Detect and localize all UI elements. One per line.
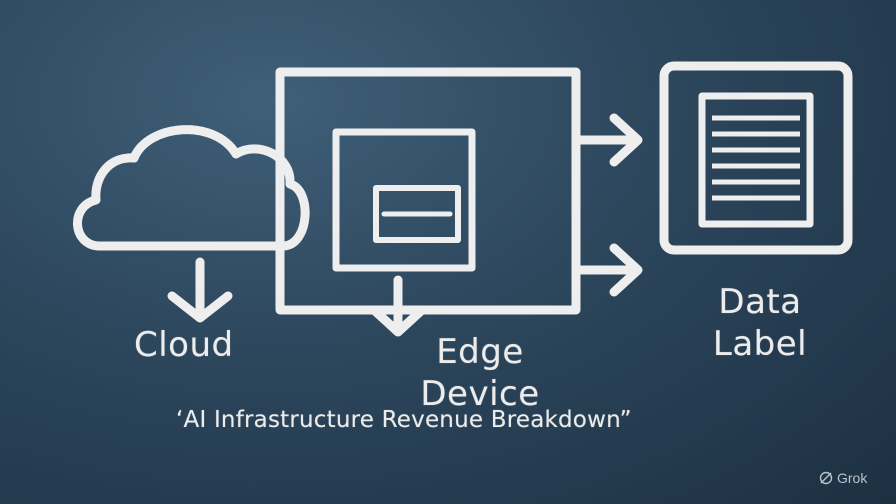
edge-device-outer-frame — [275, 67, 581, 315]
watermark: Grok — [819, 470, 867, 486]
edge-device-screen — [332, 128, 476, 272]
data-document-sheet — [698, 92, 814, 228]
edge-device-inner-panel — [373, 185, 461, 243]
data-label: Data Label — [690, 281, 830, 365]
data-label-line2: Label — [712, 324, 808, 364]
cloud-down-arrow-icon — [167, 257, 233, 323]
data-document-frame — [659, 61, 853, 255]
grok-logo-icon — [819, 471, 833, 485]
arrow-right-top-icon — [575, 113, 643, 167]
cloud-label: Cloud — [134, 325, 234, 365]
cloud-icon — [73, 125, 310, 251]
data-document-lines — [712, 115, 800, 201]
watermark-text: Grok — [837, 470, 868, 486]
edge-label-line1: Edge — [436, 332, 524, 372]
arrow-right-bottom-icon — [575, 243, 643, 297]
edge-device-label: Edge Device — [390, 331, 570, 415]
caption-text: ‘AI Infrastructure Revenue Breakdown” — [176, 407, 632, 433]
edge-label-line2: Device — [420, 374, 540, 414]
data-label-line1: Data — [718, 282, 802, 322]
edge-down-arrow-icon — [369, 275, 427, 337]
